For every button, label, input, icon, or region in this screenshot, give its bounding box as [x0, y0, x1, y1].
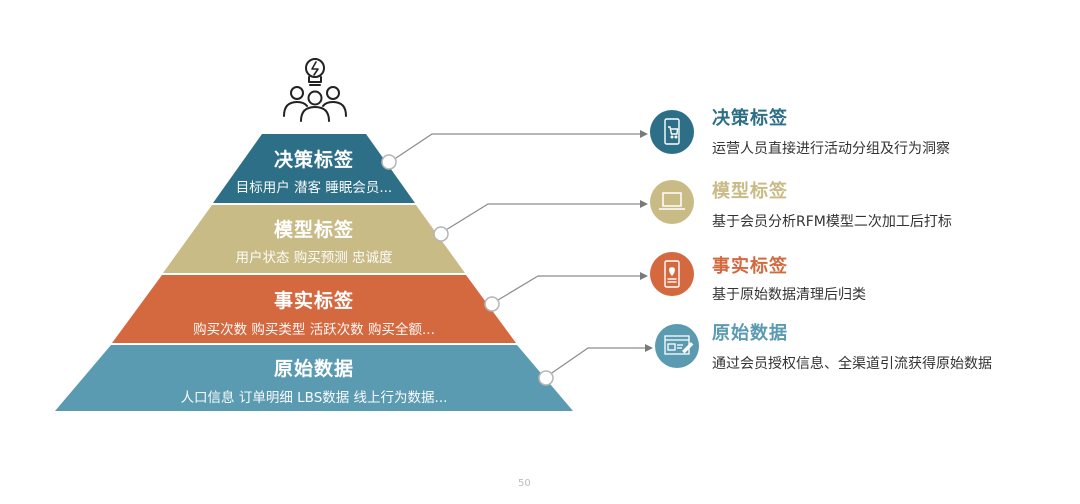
connector-raw [545, 347, 647, 378]
connector-model [440, 203, 642, 234]
page-number: 50 [518, 478, 531, 489]
pyramid-subtitle-raw: 人口信息 订单明细 LBS数据 线上行为数据... [180, 390, 448, 406]
pyramid-subtitle-fact: 购买次数 购买类型 活跃次数 购买全额... [193, 322, 435, 338]
mobile-cart-icon [664, 118, 680, 145]
pyramid-title-decision: 决策标签 [273, 149, 354, 171]
connector-node-model [433, 226, 449, 242]
connector-node-fact [484, 296, 500, 312]
legend-icon-raw [655, 324, 699, 368]
connector-decision [389, 133, 642, 163]
legend-title-fact: 事实标签 [712, 256, 788, 277]
legend-desc-raw: 通过会员授权信息、全渠道引流获得原始数据 [712, 356, 992, 372]
browser-edit-icon [664, 335, 694, 355]
connector-node-raw [538, 370, 554, 386]
legend-title-model: 模型标签 [712, 181, 788, 202]
legend-title-raw: 原始数据 [712, 323, 788, 344]
connector-fact [492, 275, 642, 304]
legend-icon-model [650, 180, 694, 224]
pyramid-layer-raw [55, 345, 573, 411]
pyramid-layer-fact [112, 275, 516, 343]
pyramid-title-fact: 事实标签 [273, 290, 354, 312]
legend-icon-fact [650, 252, 694, 296]
pyramid-title-raw: 原始数据 [273, 358, 354, 380]
legend-title-decision: 决策标签 [712, 108, 788, 129]
pyramid-layer-model [163, 205, 465, 273]
legend-icon-decision [650, 110, 694, 154]
pyramid-layer-decision [213, 134, 415, 203]
laptop-icon [659, 192, 685, 210]
legend-desc-model: 基于会员分析RFM模型二次加工后打标 [712, 214, 952, 230]
pyramid-subtitle-decision: 目标用户 潜客 睡眠会员... [235, 180, 393, 196]
legend-desc-fact: 基于原始数据清理后归类 [712, 287, 866, 303]
connector-node-decision [381, 154, 397, 170]
pyramid-title-model: 模型标签 [273, 219, 354, 241]
mobile-location-icon [664, 260, 680, 288]
legend-desc-decision: 运营人员直接进行活动分组及行为洞察 [712, 141, 950, 157]
pyramid-subtitle-model: 用户状态 购买预测 忠诚度 [235, 250, 393, 266]
